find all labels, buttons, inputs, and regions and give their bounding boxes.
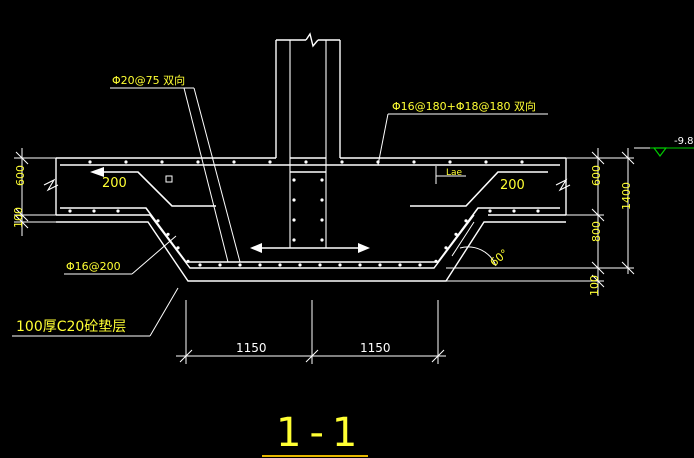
rebar-dot [444, 246, 448, 250]
dimension-lines [14, 147, 694, 364]
dim-left-slab-height: 600 [14, 165, 27, 186]
rebar-dot [198, 263, 202, 267]
rebar-dot [292, 238, 296, 242]
rebar-dot [292, 218, 296, 222]
rebar-dot [238, 263, 242, 267]
rebar-dot [232, 160, 236, 164]
rebar-dot [318, 263, 322, 267]
rebar-dot [278, 263, 282, 267]
rebar-dot [156, 219, 160, 223]
marker-square [165, 175, 173, 183]
rebar-dot [484, 160, 488, 164]
rebar-dot [92, 209, 96, 213]
rebar-dot [340, 160, 344, 164]
rebar-dot [512, 209, 516, 213]
rebar-dot [464, 219, 468, 223]
label-stirrup-rebar: Φ20@75 双向 [112, 73, 185, 87]
rebar-dot [176, 246, 180, 250]
rebar-dot [358, 263, 362, 267]
dim-left-cushion: 100 [12, 207, 25, 228]
rebar-dot [320, 218, 324, 222]
rebar-dot [218, 263, 222, 267]
dim-right-pit-depth: 800 [590, 221, 603, 242]
label-anchor-length: Lae [446, 168, 463, 178]
rebar-dot [116, 209, 120, 213]
rebar-dot [448, 160, 452, 164]
rebar-dot [320, 198, 324, 202]
dim-right-total: 1400 [620, 182, 633, 210]
rebar-dot [434, 259, 438, 263]
rebar-dot [488, 209, 492, 213]
rebar-dot [124, 160, 128, 164]
rebar-dot [536, 209, 540, 213]
dim-bottom-left-width: 1150 [236, 341, 267, 355]
rebar-dot [298, 263, 302, 267]
rebar-dot [160, 160, 164, 164]
rebar-dot [378, 263, 382, 267]
dim-right-cushion: 100 [588, 275, 601, 296]
rebar-dot [166, 232, 170, 236]
rebar-dot [412, 160, 416, 164]
rebar-dot [68, 209, 72, 213]
rebar-dot [320, 238, 324, 242]
rebar-dot [304, 160, 308, 164]
rebar-dot [258, 263, 262, 267]
section-title: 1-1 [276, 410, 365, 456]
rebar-dot [186, 259, 190, 263]
rebar-dot [196, 160, 200, 164]
dim-right-offset: 200 [500, 178, 525, 193]
leader-lines [12, 87, 548, 337]
rebar-dot [292, 198, 296, 202]
label-slope-rebar: Φ16@200 [66, 260, 121, 273]
dim-bottom-right-width: 1150 [360, 341, 391, 355]
break-marks [43, 178, 571, 192]
rebar-dot [418, 263, 422, 267]
dim-left-offset: 200 [102, 176, 127, 191]
label-cushion-layer: 100厚C20砼垫层 [16, 319, 126, 335]
rebar-dot [398, 263, 402, 267]
dim-right-slab-height: 600 [590, 165, 603, 186]
rebar-dot [520, 160, 524, 164]
arrow-heads [90, 167, 370, 253]
rebar-dot [88, 160, 92, 164]
rebar-dot [320, 178, 324, 182]
elevation-value: -9.8 [674, 136, 694, 147]
rebar-dot [454, 232, 458, 236]
rebar-dot [268, 160, 272, 164]
rebar-dot [338, 263, 342, 267]
label-top-rebar: Φ16@180+Φ18@180 双向 [392, 99, 536, 113]
rebar-dot [292, 178, 296, 182]
